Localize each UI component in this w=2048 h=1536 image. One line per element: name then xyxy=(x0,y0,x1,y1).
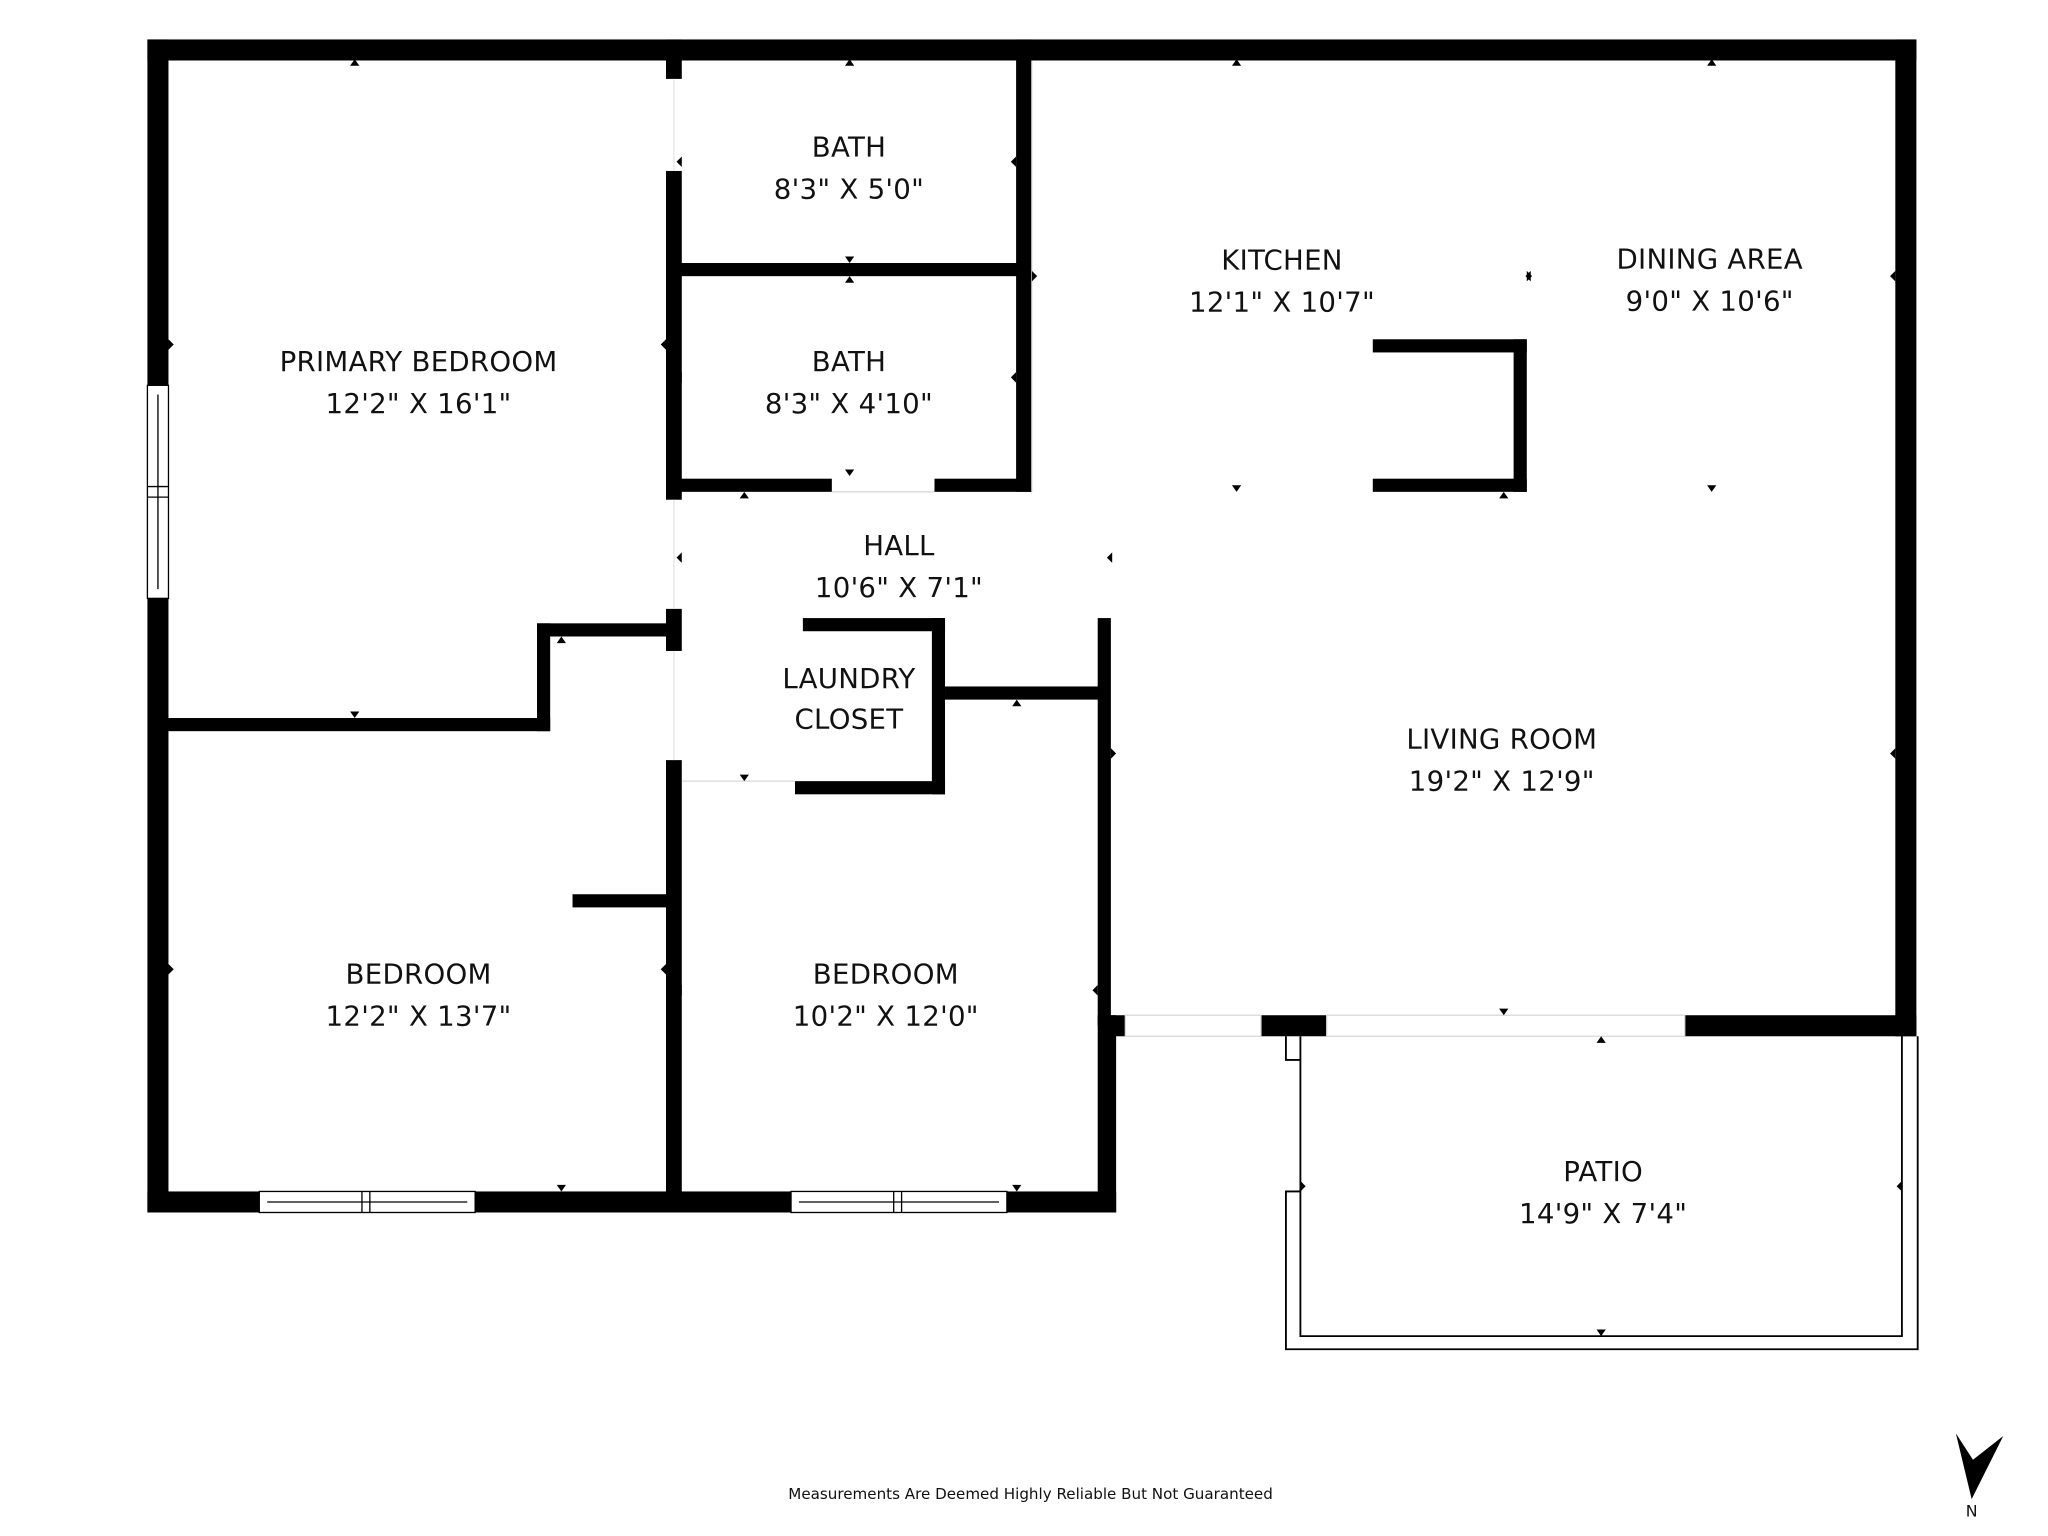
wall-spine-4 xyxy=(665,760,682,1213)
wall-primary-south xyxy=(157,718,551,732)
room-name: BEDROOM xyxy=(813,958,959,991)
wall-bedroom2-north xyxy=(945,686,1106,700)
room-label-primary-bedroom: PRIMARY BEDROOM 12'2" X 16'1" xyxy=(280,345,558,420)
kitchen-island-side xyxy=(1513,339,1527,492)
room-dimensions: 8'3" X 5'0" xyxy=(774,173,924,206)
wall-living-south-b xyxy=(1260,1015,1327,1037)
kitchen-island-bottom xyxy=(1372,478,1527,492)
room-label-bath-2: BATH 8'3" X 4'10" xyxy=(765,345,933,420)
room-dimensions: 10'6" X 7'1" xyxy=(815,571,983,604)
room-dimensions: 8'3" X 4'10" xyxy=(765,387,933,420)
room-name: BATH xyxy=(812,345,886,378)
room-dimensions: 10'2" X 12'0" xyxy=(793,1000,979,1033)
wall-closet-top xyxy=(537,623,674,637)
room-label-bedroom-1: BEDROOM 12'2" X 13'7" xyxy=(326,958,512,1033)
compass-label: N xyxy=(1966,1501,1978,1520)
room-label-bedroom-2: BEDROOM 10'2" X 12'0" xyxy=(793,958,979,1033)
wall-top xyxy=(147,39,1917,61)
wall-laundry-top xyxy=(802,618,946,632)
room-label-bath-1: BATH 8'3" X 5'0" xyxy=(774,131,924,206)
room-label-hall: HALL 10'6" X 7'1" xyxy=(815,529,983,604)
wall-right xyxy=(1895,39,1917,1037)
room-name: KITCHEN xyxy=(1221,244,1343,277)
wall-laundry-east xyxy=(931,618,946,795)
room-name-line2: CLOSET xyxy=(795,703,904,736)
room-name: PATIO xyxy=(1563,1155,1643,1188)
opening-living-south-1 xyxy=(1124,1014,1262,1037)
wall-bedroom2-east xyxy=(1097,1015,1117,1213)
windows xyxy=(146,384,1686,1214)
room-name: BATH xyxy=(812,131,886,164)
room-name: PRIMARY BEDROOM xyxy=(280,345,558,378)
disclaimer-text: Measurements Are Deemed Highly Reliable … xyxy=(788,1485,1273,1503)
patio-outline xyxy=(1285,1036,1919,1351)
wall-spine-2 xyxy=(665,170,682,500)
wall-bath2-south-a xyxy=(673,478,832,492)
room-name: LIVING ROOM xyxy=(1406,722,1597,755)
room-name: HALL xyxy=(863,529,935,562)
wall-bedroom1-stub xyxy=(572,894,674,908)
room-name: BEDROOM xyxy=(346,958,492,991)
wall-bath-divider xyxy=(673,263,1024,277)
wall-closet-vertical xyxy=(537,623,551,732)
room-dimensions: 12'1" X 10'7" xyxy=(1189,286,1375,319)
room-label-dining-area: DINING AREA 9'0" X 10'6" xyxy=(1617,242,1803,317)
wall-left xyxy=(147,39,169,1213)
room-dimensions: 14'9" X 7'4" xyxy=(1519,1197,1687,1230)
wall-laundry-bottom xyxy=(794,781,946,795)
room-name-line1: LAUNDRY xyxy=(782,662,915,695)
room-dimensions: 19'2" X 12'9" xyxy=(1409,764,1595,797)
room-label-laundry-closet: LAUNDRY CLOSET xyxy=(782,662,915,736)
wall-living-south-c xyxy=(1684,1015,1917,1037)
room-dimensions: 12'2" X 13'7" xyxy=(326,1000,512,1033)
room-name: DINING AREA xyxy=(1617,242,1803,275)
sliding-door-patio xyxy=(1326,1014,1686,1037)
kitchen-island-top xyxy=(1372,339,1527,353)
room-label-patio: PATIO 14'9" X 7'4" xyxy=(1519,1155,1687,1230)
measurement-markers xyxy=(168,59,1902,1337)
room-dimensions: 12'2" X 16'1" xyxy=(326,387,512,420)
room-label-kitchen: KITCHEN 12'1" X 10'7" xyxy=(1189,244,1375,319)
wall-spine-1 xyxy=(665,39,682,79)
interior-walls xyxy=(157,39,1527,1213)
room-dimensions: 9'0" X 10'6" xyxy=(1626,284,1794,317)
room-label-living-room: LIVING ROOM 19'2" X 12'9" xyxy=(1406,722,1597,797)
wall-bath2-south-b xyxy=(934,478,1032,492)
north-arrow-icon xyxy=(1955,1433,2004,1500)
wall-living-west xyxy=(1097,618,1111,1026)
